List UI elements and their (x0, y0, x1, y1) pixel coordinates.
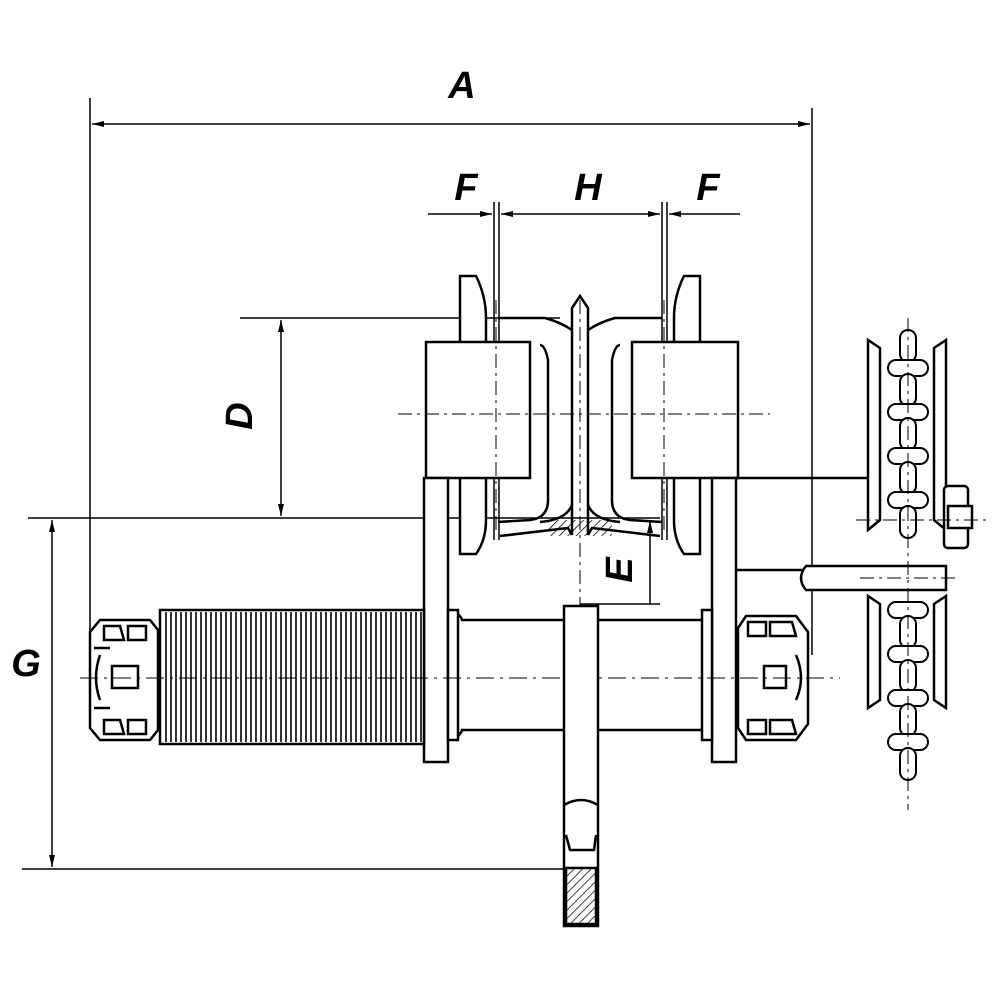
beam-flange-inner-right (610, 343, 663, 524)
chain-wheel-flange-right-bottom (932, 593, 948, 711)
wheel-centerlines (398, 300, 770, 530)
thread-lines (165, 612, 422, 742)
nut-right-arc (794, 654, 803, 701)
hand-chain-wheel (736, 337, 974, 711)
beam-fillet-left (539, 504, 574, 524)
chain-wheel-flange-left-bottom (866, 593, 882, 711)
cross-shaft (457, 613, 702, 737)
nut-left-slots-bottom (102, 718, 148, 736)
load-plate (562, 604, 600, 928)
threaded-shaft (158, 608, 426, 746)
nut-right-slots-top (746, 620, 798, 638)
chain-wheel-flange-left-top (866, 337, 882, 533)
nut-right-slots-bottom (746, 718, 798, 736)
dimension-g (22, 517, 660, 870)
side-plate-left (422, 476, 450, 764)
nut-right-pin (762, 664, 788, 690)
nut-left-slots-top (102, 624, 148, 642)
dim-label-d: D (219, 402, 261, 429)
chain-centerlines (856, 318, 990, 810)
thread-body (158, 608, 426, 746)
beam-flange-top-right (587, 316, 662, 332)
beam-flange-inner-left (497, 343, 550, 524)
load-plate-section (564, 866, 598, 926)
chain-wheel-nut-cap (946, 504, 974, 530)
wheel-right-hub (630, 340, 740, 480)
beam-bottom-hatch (548, 520, 612, 536)
dim-label-g: G (11, 643, 41, 685)
plate-boss-right (700, 608, 714, 742)
load-plate-eye-top (564, 834, 598, 852)
nut-left-pin (110, 664, 140, 690)
beam-fillet-right (586, 504, 621, 524)
dimension-a (89, 98, 813, 655)
beam-web-outline (570, 293, 590, 535)
side-plate-right (710, 476, 738, 764)
hand-chain (887, 329, 929, 781)
beam-flange-top-left (498, 316, 573, 332)
shaft-top-edge (457, 613, 702, 622)
plate-boss-left (446, 608, 460, 742)
dim-label-h: H (574, 167, 603, 209)
side-plates (422, 476, 738, 764)
nut-left (88, 618, 160, 742)
wheel-left-hub (424, 340, 532, 480)
wheel-left (424, 274, 532, 556)
chain-wheel-flange-right-top (932, 337, 948, 533)
wheel-right (630, 274, 740, 556)
dim-label-f-right: F (696, 167, 721, 209)
dim-label-e: E (599, 556, 641, 583)
dim-label-f-left: F (454, 167, 479, 209)
load-plate-curve-1 (563, 798, 599, 807)
shaft-bottom-edge (457, 728, 702, 737)
dim-label-a: A (447, 65, 475, 107)
